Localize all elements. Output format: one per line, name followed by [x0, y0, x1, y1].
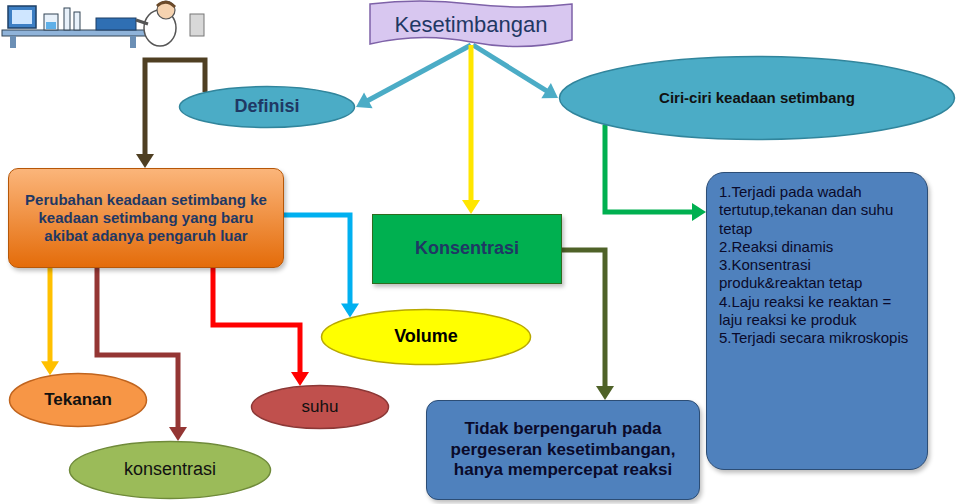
arrow-head [169, 427, 187, 441]
note-box: Tidak berpengaruh pada pergeseran keseti… [426, 400, 700, 500]
ellipse-outline [560, 57, 955, 140]
ellipse-outline [10, 374, 147, 427]
arrow-head [136, 154, 154, 168]
topic-ellipse: Ciri-ciri keadaan setimbang [558, 55, 956, 141]
factor-ellipse: konsentrasi [68, 440, 272, 500]
connector-line [469, 45, 474, 202]
connector-line [213, 268, 300, 374]
lab-bench [2, 30, 152, 36]
connector-line [605, 125, 694, 212]
connector-arrow [356, 45, 471, 108]
node-text: Ciri-ciri keadaan setimbang [566, 89, 948, 107]
list-box: 1.Terjadi pada wadah tertutup,tekanan da… [706, 172, 928, 470]
scientist-head [157, 1, 175, 19]
bench-leg [130, 36, 136, 48]
node-text: 4.Laju reaksi ke reaktan = laju reaksi k… [719, 293, 915, 330]
definition-box: Perubahan keadaan setimbang ke keadaan s… [8, 168, 284, 268]
lab-illustration [0, 0, 205, 50]
arrow-head [541, 83, 558, 98]
node-text: Konsentrasi [383, 238, 551, 260]
beaker-liquid [46, 22, 56, 29]
topic-ellipse: Definisi [178, 85, 356, 129]
factor-ellipse: suhu [250, 384, 390, 430]
arrow-head [462, 200, 480, 214]
node-text: suhu [258, 397, 382, 418]
connector-arrow [605, 125, 706, 221]
connector-line [367, 45, 471, 101]
scientist-hair [157, 2, 175, 7]
monitor-screen [12, 10, 32, 24]
connector-arrow [462, 45, 480, 214]
connector-arrow [41, 268, 59, 375]
node-text: Tekanan [16, 390, 140, 411]
node-text: Kesetimbangan [376, 12, 566, 39]
computer-monitor [8, 6, 36, 28]
node-text: Perubahan keadaan setimbang ke keadaan s… [19, 191, 273, 246]
lab-device [96, 18, 136, 30]
node-text: 1.Terjadi pada wadah tertutup,tekanan da… [719, 183, 915, 238]
test-tube [64, 8, 70, 30]
ellipse-outline [180, 87, 355, 128]
arrow-head [356, 92, 373, 108]
factor-ellipse: Tekanan [8, 372, 148, 428]
ellipse-outline [70, 442, 271, 499]
arrow-head [291, 372, 309, 386]
node-text: konsentrasi [76, 459, 264, 481]
arrow-head [341, 303, 359, 317]
connector-line [284, 215, 350, 305]
ellipse-outline [252, 386, 389, 429]
connector-arrow [562, 250, 614, 400]
node-text: 5.Terjadi secara mikroskopis [719, 329, 915, 347]
title-banner: Kesetimbangan [368, 0, 574, 50]
factor-ellipse: Volume [320, 308, 532, 366]
connector-arrow [213, 268, 309, 386]
connector-arrow [473, 45, 558, 98]
node-text: 2.Reaksi dinamis [719, 238, 915, 256]
connector-arrow [284, 215, 359, 317]
node-text: Definisi [186, 96, 348, 118]
arrow-head [692, 203, 706, 221]
factor-box: Konsentrasi [372, 214, 562, 284]
lab-cabinet [190, 14, 204, 36]
connector-line [473, 45, 548, 92]
test-tube [74, 12, 80, 30]
connector-line [562, 250, 605, 388]
bench-leg [10, 36, 16, 48]
banner-outline [370, 1, 572, 47]
beaker [44, 14, 58, 30]
node-text: Volume [328, 326, 524, 348]
scientist-arm [136, 20, 148, 24]
arrow-head [41, 361, 59, 375]
arrow-head [596, 386, 614, 400]
connector-line [48, 268, 53, 363]
ellipse-outline [322, 310, 531, 365]
node-text: 3.Konsentrasi produk&reaktan tetap [719, 256, 915, 293]
node-text: Tidak berpengaruh pada pergeseran keseti… [437, 419, 689, 481]
